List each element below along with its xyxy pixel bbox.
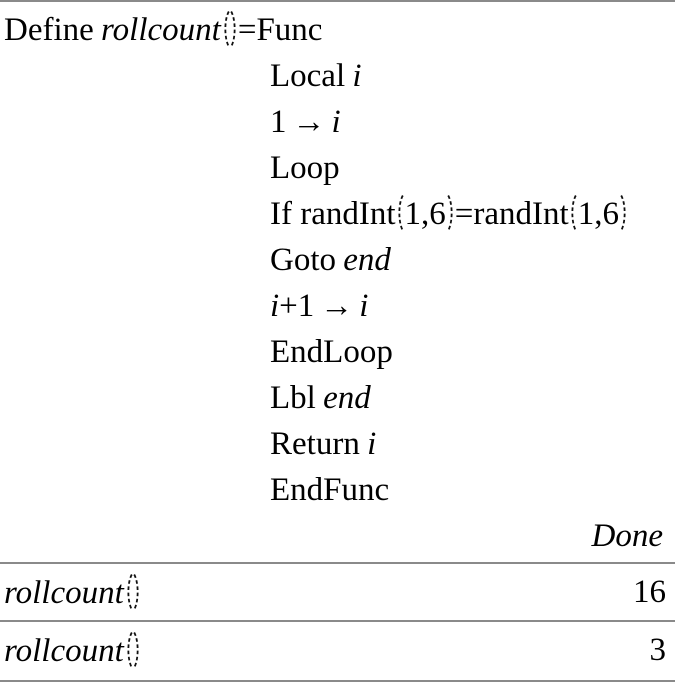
history-entry-eval-1[interactable]: rollcount 16: [0, 562, 675, 620]
dashed-paren-left-icon: [127, 573, 133, 610]
history-entry-eval-2[interactable]: rollcount 3: [0, 620, 675, 678]
loop-keyword: Loop: [270, 150, 340, 186]
local-keyword: Local: [270, 58, 346, 94]
dashed-paren-right-icon: [620, 195, 626, 231]
variable-i: i: [367, 426, 377, 462]
dashed-paren-left-icon: [127, 631, 133, 668]
define-keyword: Define: [4, 12, 94, 48]
code-line-endfunc: EndFunc: [4, 467, 669, 513]
program-result-done[interactable]: Done: [591, 518, 663, 554]
empty-parens-icon: [222, 11, 238, 48]
endfunc-keyword: EndFunc: [270, 472, 390, 508]
dashed-paren-right-icon: [230, 11, 236, 47]
empty-parens-icon: [125, 573, 141, 611]
result-value[interactable]: 3: [649, 631, 667, 668]
randint-args: 1,6: [404, 196, 446, 232]
label-end: end: [343, 242, 391, 278]
code-line-endloop: EndLoop: [4, 329, 669, 375]
label-end: end: [323, 380, 371, 416]
code-line-increment: i+1→i: [4, 283, 669, 329]
code-line-loop: Loop: [4, 145, 669, 191]
equals-sign: =: [237, 12, 257, 48]
equals-randint-keyword: =randInt: [454, 196, 569, 232]
func-keyword: Func: [256, 12, 323, 48]
return-keyword: Return: [270, 426, 360, 462]
empty-parens-icon: [125, 631, 141, 669]
function-name: rollcount: [4, 632, 124, 669]
dashed-paren-left-icon: [397, 195, 404, 231]
if-randint-keyword: If randInt: [270, 196, 396, 232]
variable-i: i: [359, 288, 369, 324]
store-arrow: →: [292, 104, 326, 140]
init-value: 1: [270, 104, 287, 140]
randint-args: 1,6: [577, 196, 619, 232]
expression-rollcount[interactable]: rollcount: [4, 573, 141, 612]
endloop-keyword: EndLoop: [270, 334, 393, 370]
lbl-keyword: Lbl: [270, 380, 316, 416]
expression-rollcount[interactable]: rollcount: [4, 631, 141, 670]
variable-i: i: [352, 58, 362, 94]
store-arrow: →: [320, 288, 354, 324]
function-name: rollcount: [101, 12, 221, 48]
goto-keyword: Goto: [270, 242, 336, 278]
function-name: rollcount: [4, 574, 124, 611]
dashed-paren-right-icon: [133, 573, 139, 610]
dashed-paren-left-icon: [571, 195, 577, 231]
plus-one: +1: [279, 288, 315, 324]
dashed-paren-left-icon: [224, 11, 230, 47]
variable-i: i: [331, 104, 341, 140]
code-line-init: 1→i: [4, 99, 669, 145]
dashed-paren-right-icon: [133, 631, 139, 668]
result-value[interactable]: 16: [633, 573, 666, 610]
dashed-paren-right-icon: [447, 195, 453, 231]
variable-i: i: [270, 288, 280, 324]
